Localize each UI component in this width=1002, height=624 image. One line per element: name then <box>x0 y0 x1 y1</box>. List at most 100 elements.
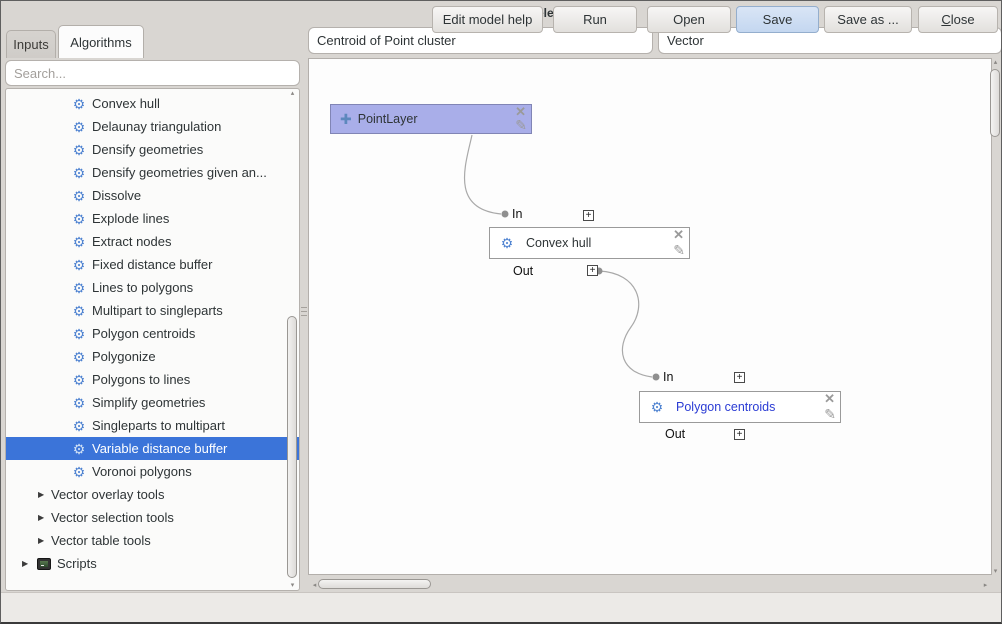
tree-group-label: Vector overlay tools <box>51 487 165 502</box>
scroll-left-icon[interactable]: ◂ <box>312 582 317 589</box>
edit-icon[interactable]: ✎ <box>673 242 685 258</box>
scroll-up-icon[interactable]: ▴ <box>993 59 998 66</box>
tree-item-label: Delaunay triangulation <box>92 119 222 134</box>
port-label-out: Out <box>513 264 534 278</box>
canvas-horizontal-scrollbar[interactable]: ◂ ▸ <box>308 578 992 591</box>
gear-icon: ⚙ <box>72 233 86 250</box>
tree-item-label: Extract nodes <box>92 234 172 249</box>
expander-triangle-icon[interactable]: ▶ <box>38 490 45 499</box>
run-button[interactable]: Run <box>553 6 637 33</box>
scroll-down-icon[interactable]: ▾ <box>993 568 998 575</box>
connection-dot[interactable] <box>652 373 660 381</box>
canvas-hscrollbar-thumb[interactable] <box>318 579 431 589</box>
gear-icon: ⚙ <box>72 279 86 296</box>
tree-item-label: Simplify geometries <box>92 395 206 410</box>
delete-icon[interactable]: ✕ <box>673 227 684 242</box>
tree-group-label: Vector table tools <box>51 533 151 548</box>
gear-icon: ⚙ <box>72 95 86 112</box>
tree-item-label: Polygons to lines <box>92 372 191 387</box>
terminal-icon <box>37 557 51 570</box>
edit-model-help-button[interactable]: Edit model help <box>432 6 543 33</box>
save-button[interactable]: Save <box>736 6 819 33</box>
tree-item-label: Lines to polygons <box>92 280 194 295</box>
tree-item-variable-distance-buffer-selected[interactable]: ⚙ Variable distance buffer <box>6 437 299 460</box>
tree-scrollbar[interactable]: ▴ ▾ <box>286 89 299 589</box>
node-pointlayer[interactable]: ✚ PointLayer ✕ ✎ <box>330 104 532 134</box>
gear-icon: ⚙ <box>72 348 86 365</box>
port-label-in: In <box>663 370 674 384</box>
tree-group-vector-selection-tools[interactable]: ▶Vector selection tools <box>6 506 299 529</box>
tree-group-vector-table-tools[interactable]: ▶ Vector table tools <box>6 529 299 552</box>
canvas-vertical-scrollbar[interactable]: ▴ ▾ <box>989 58 1001 575</box>
gear-icon: ⚙ <box>72 371 86 388</box>
delete-icon[interactable]: ✕ <box>515 104 526 119</box>
tree-item-convex-hull[interactable]: ⚙Convex hull <box>6 92 299 115</box>
scroll-down-icon[interactable]: ▾ <box>290 582 295 589</box>
tree-item-lines-to-polygons[interactable]: ⚙ Lines to polygons <box>6 276 299 299</box>
tree-item-label: Polygon centroids <box>92 326 196 341</box>
edit-icon[interactable]: ✎ <box>824 406 836 422</box>
node-label: Convex hull <box>526 236 592 250</box>
tree-item-voronoi-polygons[interactable]: ⚙Voronoi polygons <box>6 460 299 483</box>
algorithm-tree: ⚙Convex hull ⚙ Delaunay triangulation ⚙ De… <box>5 88 300 591</box>
tree-item-explode-lines[interactable]: ⚙Explode lines <box>6 207 299 230</box>
save-as-button[interactable]: Save as ... <box>824 6 912 33</box>
gear-icon: ⚙ <box>72 118 86 135</box>
search-input[interactable] <box>5 60 300 86</box>
gear-icon: ⚙ <box>72 440 86 457</box>
tree-item-simplify-geometries[interactable]: ⚙ Simplify geometries <box>6 391 299 414</box>
tree-group-vector-overlay-tools[interactable]: ▶ Vector overlay tools <box>6 483 299 506</box>
tree-item-label: Densify geometries <box>92 142 204 157</box>
open-button[interactable]: Open <box>647 6 731 33</box>
tree-item-label: Densify geometries given an... <box>92 165 267 180</box>
gear-icon: ⚙ <box>72 325 86 342</box>
expander-triangle-icon[interactable]: ▶ <box>38 536 45 545</box>
delete-icon[interactable]: ✕ <box>824 391 835 406</box>
tree-item-densify-geometries[interactable]: ⚙ Densify geometries <box>6 138 299 161</box>
connection-dot[interactable] <box>501 210 509 218</box>
tree-item-multipart-to-singleparts[interactable]: ⚙Multipart to singleparts <box>6 299 299 322</box>
gear-icon: ⚙ <box>72 210 86 227</box>
model-name-field[interactable] <box>308 27 653 54</box>
tree-item-polygonize[interactable]: ⚙Polygonize <box>6 345 299 368</box>
splitter-handle[interactable] <box>301 304 307 322</box>
expander-triangle-icon[interactable]: ▶ <box>38 513 45 522</box>
model-canvas[interactable]: ✚ PointLayer ✕ ✎ In + ⚙ Convex hull ✕ ✎ … <box>308 58 992 575</box>
tree-item-dissolve[interactable]: ⚙Dissolve <box>6 184 299 207</box>
node-polygon-centroids[interactable]: ⚙ Polygon centroids ✕ ✎ <box>639 391 841 423</box>
tree-item-extract-nodes[interactable]: ⚙ Extract nodes <box>6 230 299 253</box>
tab-algorithms[interactable]: Algorithms <box>58 25 144 58</box>
gear-icon: ⚙ <box>72 164 86 181</box>
gear-icon: ⚙ <box>72 141 86 158</box>
tree-item-polygon-centroids[interactable]: ⚙ Polygon centroids <box>6 322 299 345</box>
tree-item-singleparts-to-multipart[interactable]: ⚙Singleparts to multipart <box>6 414 299 437</box>
tree-scrollbar-thumb[interactable] <box>287 316 297 578</box>
node-convex-hull[interactable]: ⚙ Convex hull ✕ ✎ <box>489 227 690 259</box>
gear-icon: ⚙ <box>72 394 86 411</box>
edit-icon[interactable]: ✎ <box>515 117 527 133</box>
tree-group-scripts[interactable]: ▶ Scripts <box>6 552 299 575</box>
tree-group-label: Scripts <box>57 556 97 571</box>
tree-item-label: Variable distance buffer <box>92 441 228 456</box>
expand-plus-icon[interactable]: + <box>583 210 594 221</box>
gear-icon: ⚙ <box>500 235 514 251</box>
canvas-vscrollbar-thumb[interactable] <box>990 69 1000 137</box>
gear-icon: ⚙ <box>650 399 664 415</box>
tab-inputs[interactable]: Inputs <box>6 30 56 58</box>
tree-item-delaunay-triangulation[interactable]: ⚙ Delaunay triangulation <box>6 115 299 138</box>
expand-plus-icon[interactable]: + <box>734 429 745 440</box>
gear-icon: ⚙ <box>72 256 86 273</box>
tree-item-polygons-to-lines[interactable]: ⚙ Polygons to lines <box>6 368 299 391</box>
tree-item-label: Dissolve <box>92 188 142 203</box>
tree-item-label: Singleparts to multipart <box>92 418 225 433</box>
scroll-up-icon[interactable]: ▴ <box>290 90 295 97</box>
gear-icon: ⚙ <box>72 463 86 480</box>
expand-plus-icon[interactable]: + <box>734 372 745 383</box>
expand-plus-icon[interactable]: + <box>587 265 598 276</box>
tree-item-densify-geometries-given[interactable]: ⚙ Densify geometries given an... <box>6 161 299 184</box>
expander-triangle-icon[interactable]: ▶ <box>22 559 29 568</box>
scroll-right-icon[interactable]: ▸ <box>983 582 988 589</box>
tree-item-fixed-distance-buffer[interactable]: ⚙Fixed distance buffer <box>6 253 299 276</box>
node-label: Polygon centroids <box>676 400 776 414</box>
